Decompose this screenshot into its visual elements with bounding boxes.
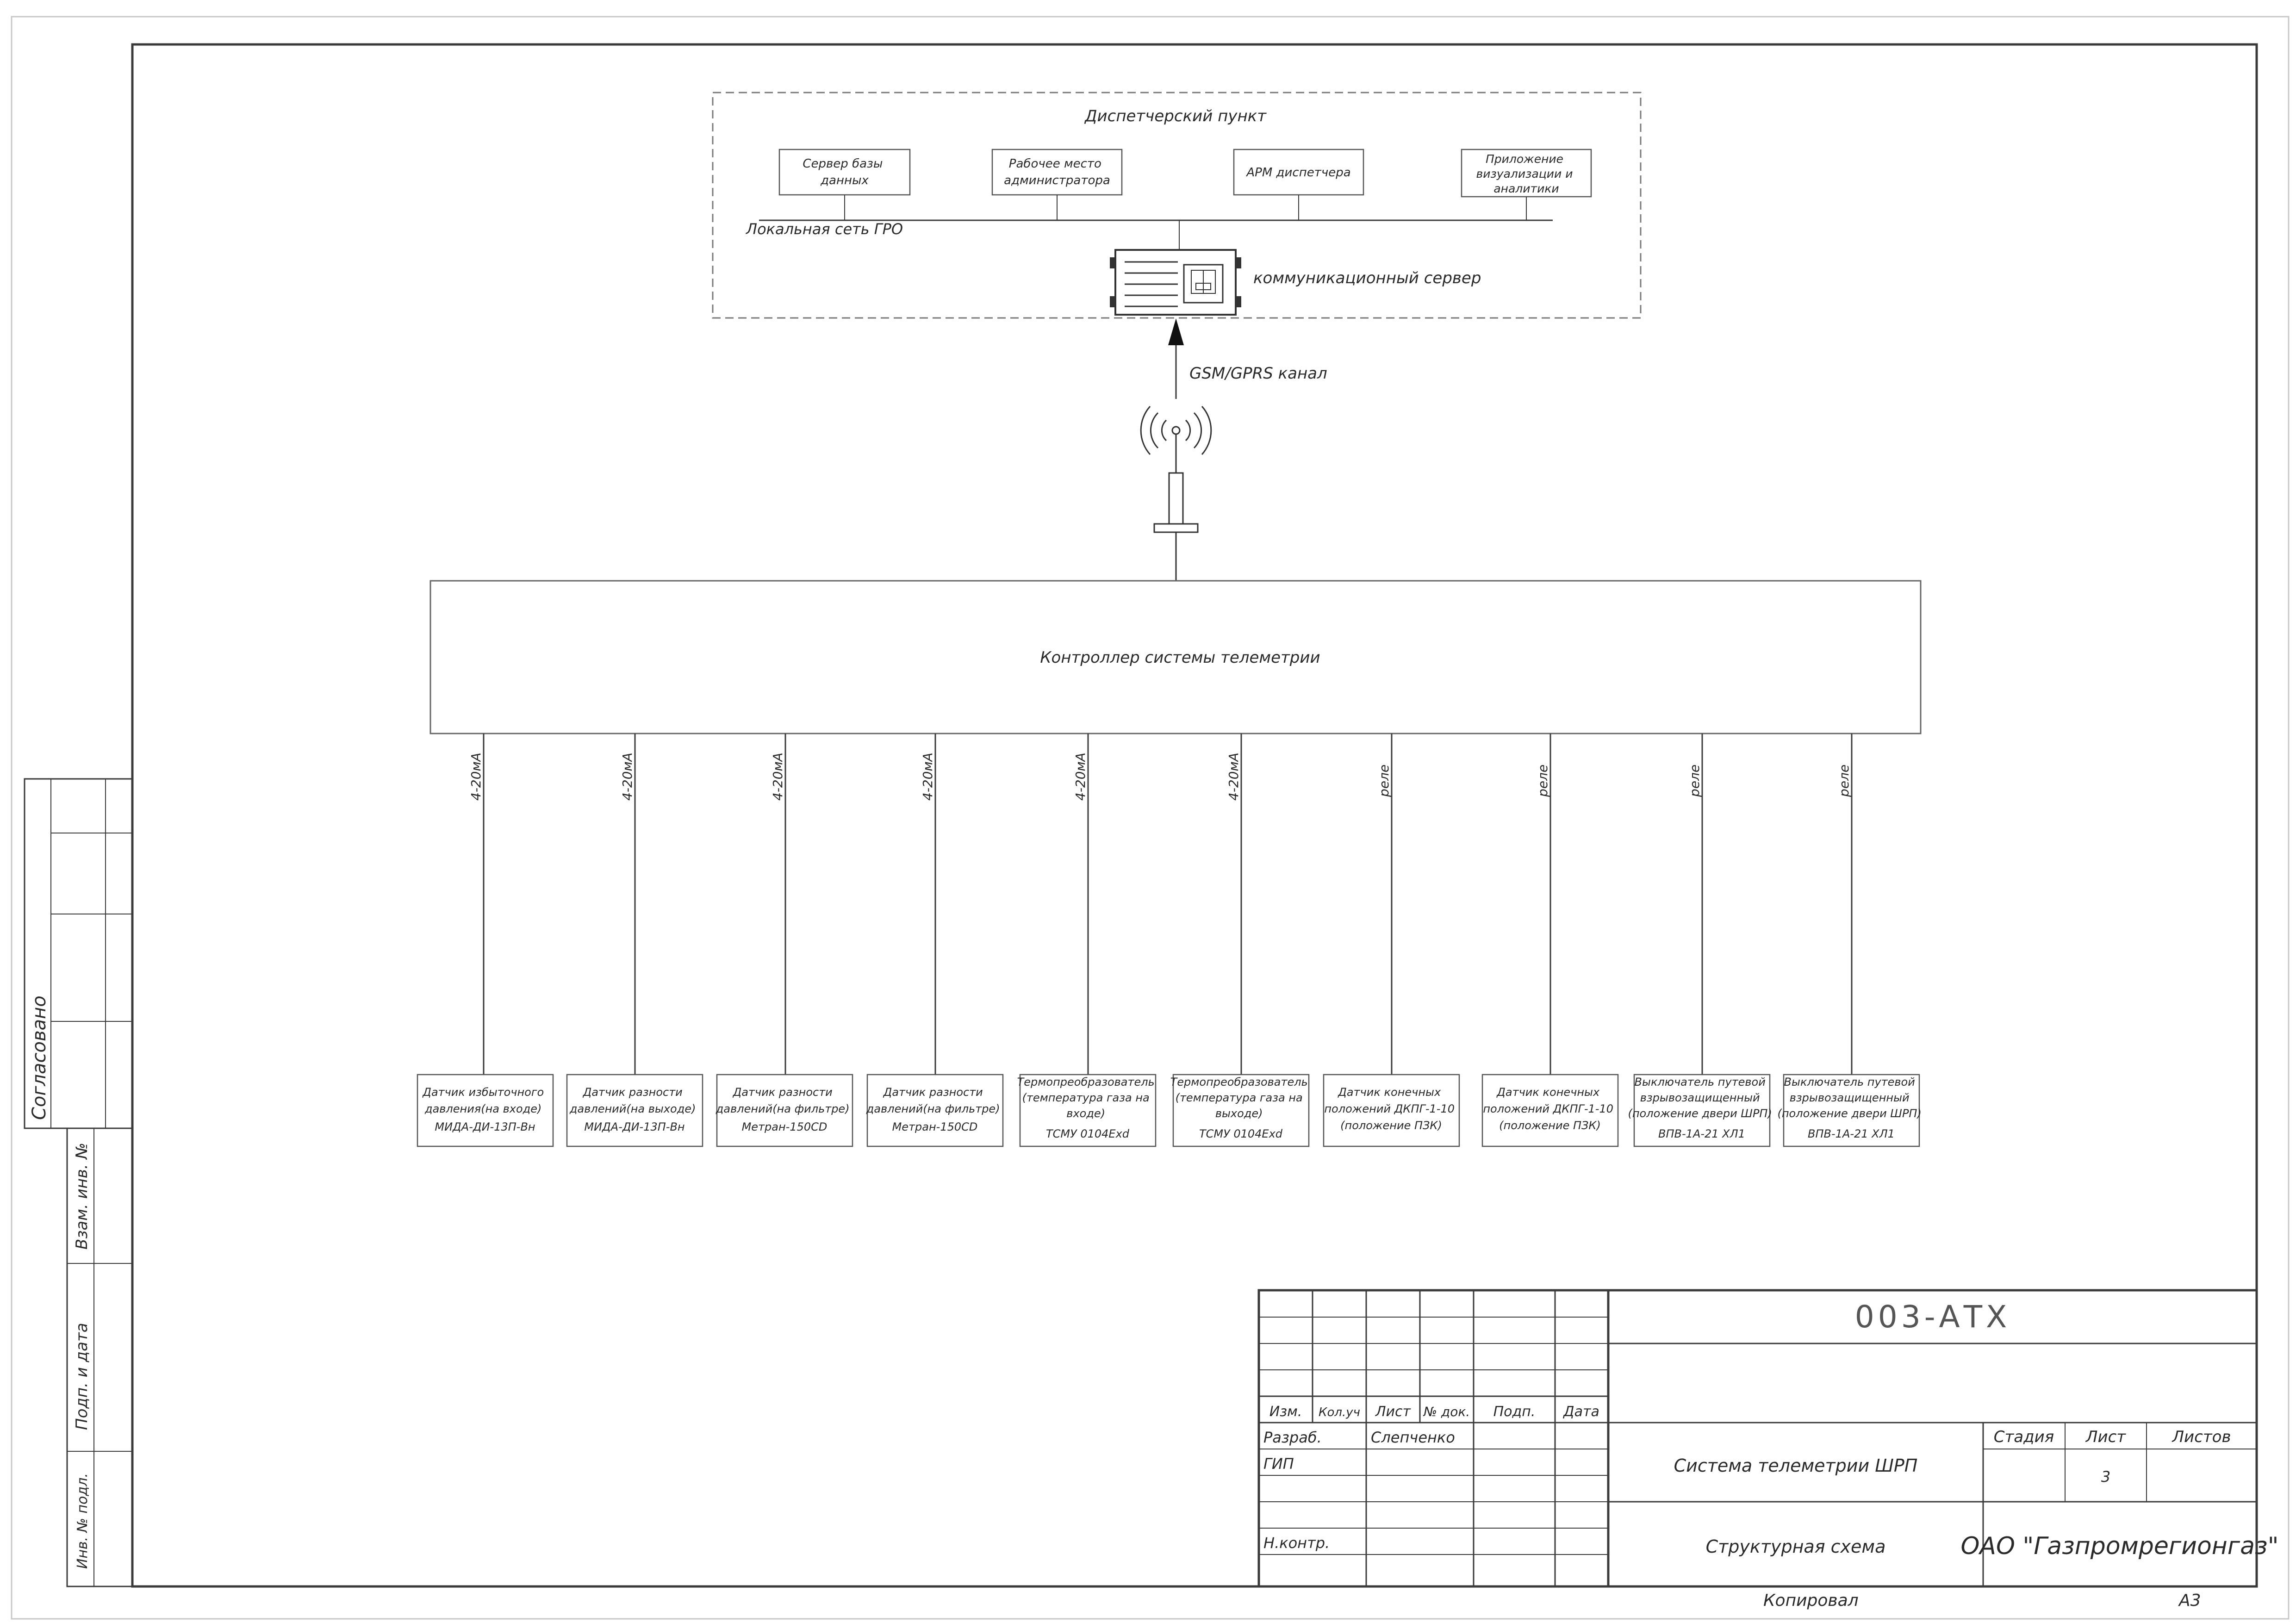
sensor-box-label: Датчик конечных положений ДКПГ-1-10 (пол… bbox=[1483, 1086, 1617, 1132]
gsm-link: GSM/GPRS канал bbox=[1168, 318, 1327, 399]
sensor-box-label: Датчик разности давлений(на выходе) МИДА… bbox=[569, 1086, 699, 1133]
antenna-icon bbox=[1140, 406, 1212, 581]
sheet-title: Структурная схема bbox=[1706, 1536, 1886, 1557]
format-label: А3 bbox=[2178, 1591, 2201, 1610]
signal-label: реле bbox=[1836, 765, 1852, 797]
sensor-box: Датчик разности давлений(на фильтре) Мет… bbox=[866, 1074, 1004, 1147]
sensor-box: Датчик разности давлений(на фильтре) Мет… bbox=[716, 1074, 853, 1147]
sensor-box-label: Датчик конечных положений ДКПГ-1-10 (пол… bbox=[1324, 1086, 1458, 1132]
node-admin-workstation-label: Рабочее место администратора bbox=[1004, 157, 1110, 187]
doc-code: 003-АТХ bbox=[1855, 1299, 2010, 1335]
sensor-boxes: Датчик избыточного давления(на входе) МИ… bbox=[417, 1074, 1925, 1147]
system-name: Система телеметрии ШРП bbox=[1674, 1455, 1918, 1476]
signal-labels: 4-20мА 4-20мА 4-20мА 4-20мА 4-20мА 4-20м… bbox=[468, 752, 1852, 801]
stage-label: Стадия bbox=[1994, 1428, 2054, 1446]
organization-name: ОАО "Газпромрегионгаз" bbox=[1960, 1532, 2278, 1560]
comm-server-label: коммуникационный сервер bbox=[1253, 269, 1481, 287]
node-db-server: Сервер базы данных bbox=[778, 149, 911, 220]
role-nkontr: Н.контр. bbox=[1263, 1534, 1330, 1552]
inv-podl-label: Инв. № подл. bbox=[75, 1473, 91, 1569]
sensor-box-label: Датчик разности давлений(на фильтре) Мет… bbox=[716, 1086, 853, 1133]
vzam-inv-label: Взам. инв. № bbox=[73, 1143, 91, 1250]
header-data: Дата bbox=[1562, 1404, 1599, 1420]
dispatch-title: Диспетчерский пункт bbox=[1084, 107, 1267, 125]
podp-data-label: Подп. и дата bbox=[73, 1323, 91, 1430]
header-kol-uch: Кол.уч bbox=[1319, 1405, 1360, 1419]
dispatch-boundary bbox=[712, 92, 1642, 319]
drawing-frame bbox=[131, 43, 2258, 1588]
gsm-arrow-head bbox=[1168, 318, 1184, 345]
comm-server-icon bbox=[1110, 249, 1241, 316]
sensor-box: Датчик разности давлений(на выходе) МИДА… bbox=[566, 1074, 703, 1147]
sensor-box: Выключатель путевой взрывозащищенный (по… bbox=[1628, 1074, 1776, 1147]
sensor-box: Датчик конечных положений ДКПГ-1-10 (пол… bbox=[1481, 1074, 1619, 1147]
signal-label: 4-20мА bbox=[1226, 752, 1241, 801]
node-dispatcher-arm-label: АРМ диспетчера bbox=[1245, 166, 1350, 180]
sensor-box: Термопреобразователь (температура газа н… bbox=[1170, 1074, 1312, 1147]
copied-label: Копировал bbox=[1763, 1591, 1859, 1610]
sensor-box: Термопреобразователь (температура газа н… bbox=[1017, 1074, 1158, 1147]
sheets-label: Листов bbox=[2171, 1428, 2231, 1446]
controller-label: Контроллер системы телеметрии bbox=[1040, 648, 1320, 667]
channel-label: GSM/GPRS канал bbox=[1189, 364, 1327, 383]
header-n-dok: № док. bbox=[1423, 1404, 1470, 1419]
signal-label: 4-20мА bbox=[770, 752, 785, 801]
signal-label: реле bbox=[1687, 765, 1702, 797]
developer-name: Слепченко bbox=[1371, 1429, 1455, 1446]
lan-label: Локальная сеть ГРО bbox=[746, 220, 903, 238]
sensor-box: Датчик избыточного давления(на входе) МИ… bbox=[417, 1074, 554, 1147]
signal-label: реле bbox=[1376, 765, 1392, 797]
node-db-server-label: Сервер базы данных bbox=[803, 157, 886, 187]
sheet-trim bbox=[11, 16, 2290, 1620]
role-developer: Разраб. bbox=[1263, 1429, 1322, 1446]
signal-label: 4-20мА bbox=[620, 752, 635, 801]
sensor-box-label: Термопреобразователь (температура газа н… bbox=[1170, 1076, 1312, 1140]
signal-label: реле bbox=[1535, 765, 1550, 797]
sheet-label: Лист bbox=[2085, 1428, 2126, 1446]
node-dispatcher-arm: АРМ диспетчера bbox=[1233, 149, 1364, 220]
sensor-box-label: Выключатель путевой взрывозащищенный (по… bbox=[1628, 1076, 1776, 1140]
node-visualization-app-label: Приложение визуализации и аналитики bbox=[1476, 152, 1577, 195]
agreed-label: Согласовано bbox=[29, 995, 50, 1120]
title-block: 003-АТХ Изм. Кол.уч Лист № док. Подп. Да… bbox=[1257, 1289, 2279, 1588]
telemetry-controller: Контроллер системы телеметрии bbox=[429, 580, 1922, 734]
node-admin-workstation: Рабочее место администратора bbox=[991, 149, 1123, 220]
sensor-box-label: Выключатель путевой взрывозащищенный (по… bbox=[1778, 1076, 1925, 1140]
header-podp: Подп. bbox=[1493, 1404, 1536, 1420]
node-visualization-app: Приложение визуализации и аналитики bbox=[1461, 149, 1592, 220]
sensor-box-label: Датчик разности давлений(на фильтре) Мет… bbox=[866, 1086, 1003, 1133]
header-izm: Изм. bbox=[1269, 1404, 1302, 1420]
sensor-box-label: Термопреобразователь (температура газа н… bbox=[1017, 1076, 1158, 1140]
sheet-number: 3 bbox=[2101, 1468, 2110, 1486]
sensor-box: Датчик конечных положений ДКПГ-1-10 (пол… bbox=[1323, 1074, 1460, 1147]
sensor-box-label: Датчик избыточного давления(на входе) МИ… bbox=[422, 1086, 548, 1133]
dispatch-center: Диспетчерский пункт Локальная сеть ГРО С… bbox=[712, 92, 1642, 319]
header-list: Лист bbox=[1375, 1404, 1412, 1420]
signal-label: 4-20мА bbox=[468, 752, 484, 801]
role-gip: ГИП bbox=[1263, 1455, 1294, 1473]
signal-label: 4-20мА bbox=[1073, 752, 1088, 801]
signal-label: 4-20мА bbox=[920, 752, 935, 801]
sensor-links bbox=[483, 734, 1853, 1075]
sensor-box: Выключатель путевой взрывозащищенный (по… bbox=[1778, 1074, 1925, 1147]
side-strip: Согласовано Взам. инв. № Подп. и дата Ин… bbox=[24, 778, 133, 1587]
